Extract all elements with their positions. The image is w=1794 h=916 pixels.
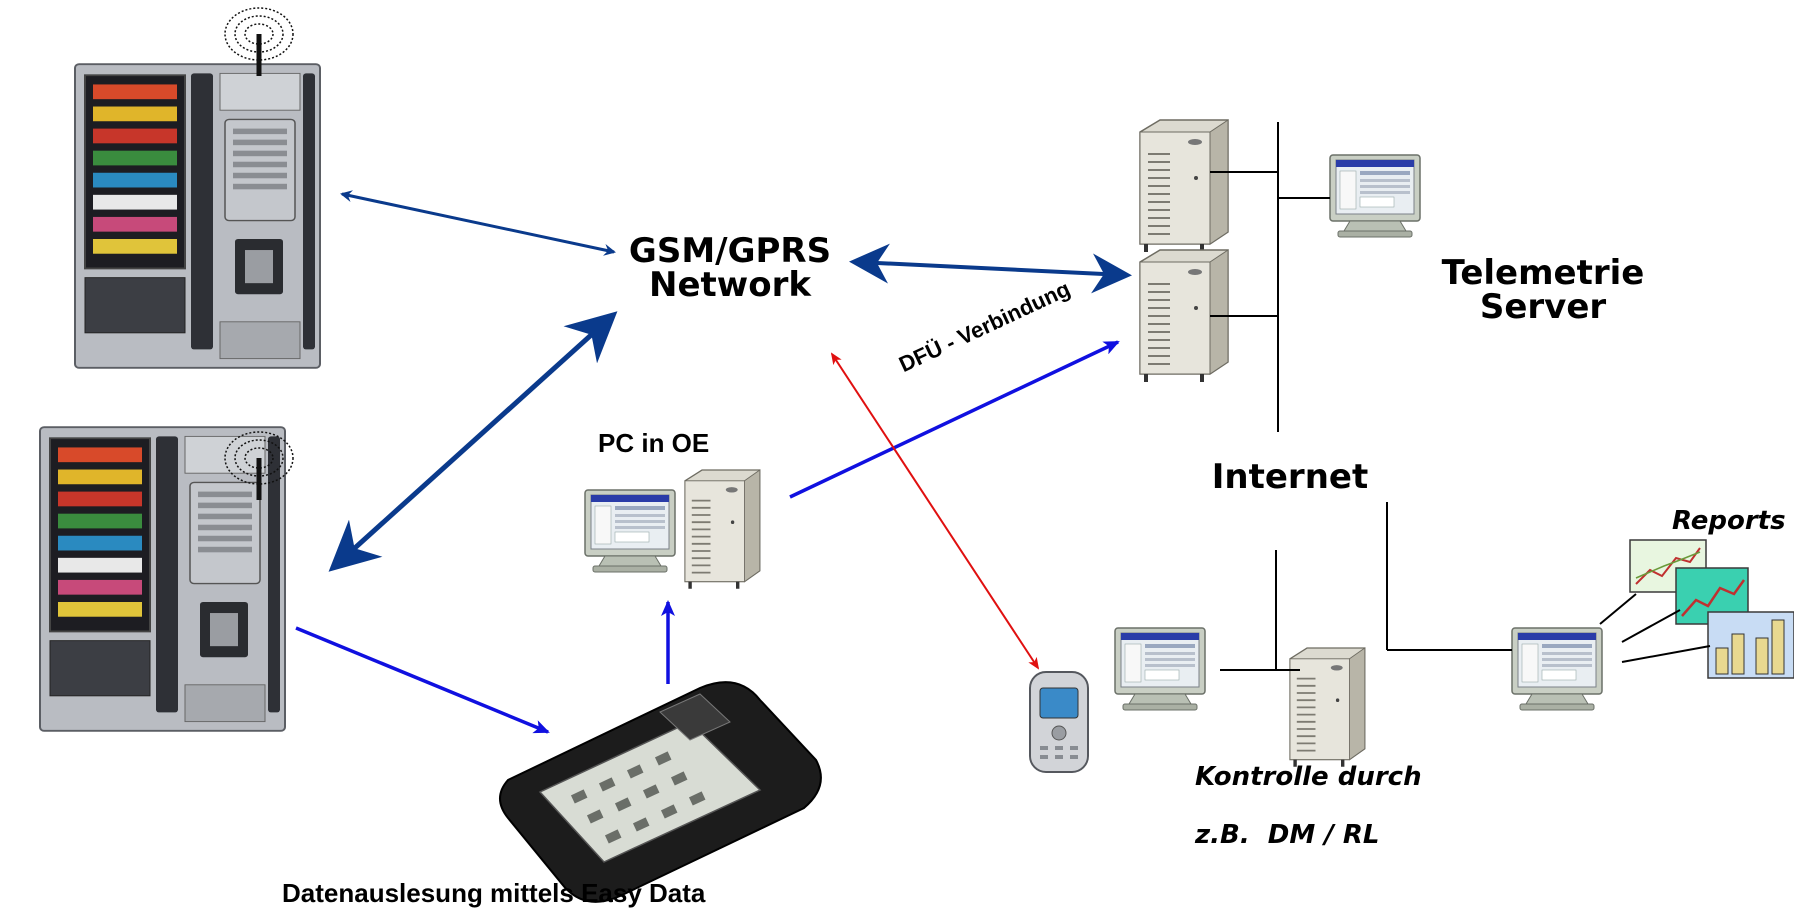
reports-label: Reports	[1672, 506, 1786, 536]
report-chart-icon	[1629, 539, 1707, 593]
telemetrie-server-label: Telemetrie Server	[1418, 256, 1668, 324]
monitor-icon	[1329, 154, 1421, 238]
monitor-icon	[1114, 627, 1206, 711]
telemetrie-label-line1: Telemetrie	[1441, 253, 1645, 293]
gsm-label-line1: GSM/GPRS	[628, 231, 832, 271]
connector-arrows	[295, 190, 1132, 734]
server-tower-icon	[1138, 118, 1230, 254]
report-chart-icon	[1707, 611, 1794, 679]
internet-label: Internet	[1211, 457, 1369, 497]
easy-data-label: Datenauslesung mittels Easy Data	[282, 878, 706, 908]
pc-in-oe-label: PC in OE	[598, 428, 710, 458]
network-lines	[1210, 122, 1711, 671]
monitor-icon	[1511, 627, 1603, 711]
vending-machine-bottom	[39, 426, 293, 732]
mobile-phone-icon	[1029, 671, 1089, 773]
vending-machine-top	[74, 8, 321, 369]
gsm-label-line2: Network	[649, 265, 811, 305]
dm-rl-label: z.B. DM / RL	[1195, 820, 1380, 850]
kontrolle-label: Kontrolle durch	[1195, 762, 1422, 792]
server-tower-icon	[1288, 646, 1367, 769]
gsm-network-label: GSM/GPRS Network	[620, 234, 840, 302]
monitor-icon	[584, 489, 676, 573]
pc-in-oe-group	[584, 468, 762, 591]
handheld-terminal-icon	[499, 681, 822, 903]
telemetrie-label-line2: Server	[1479, 287, 1607, 327]
server-tower-icon	[683, 468, 762, 591]
